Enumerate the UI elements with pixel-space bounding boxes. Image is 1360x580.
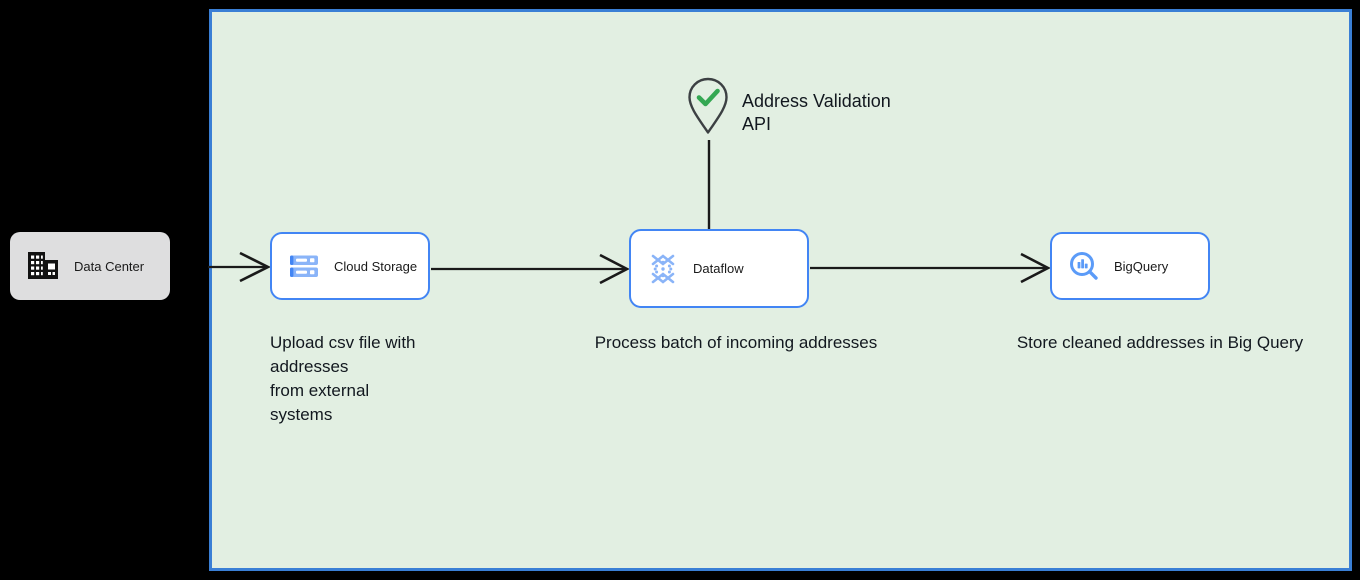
dataflow-icon	[651, 253, 675, 284]
node-cloud-storage[interactable]: Cloud Storage	[270, 232, 430, 300]
caption-process-batch: Process batch of incoming addresses	[594, 333, 878, 352]
node-cloud-storage-label: Cloud Storage	[334, 258, 418, 274]
node-bigquery[interactable]: BigQuery	[1050, 232, 1210, 300]
map-pin-check-icon	[688, 77, 728, 134]
node-dataflow-label: Dataflow	[693, 261, 744, 276]
node-bigquery-label: BigQuery	[1114, 258, 1169, 274]
node-data-center-label: Data Center	[74, 258, 145, 274]
caption-store-cleaned: Store cleaned addresses in Big Query	[1016, 333, 1304, 352]
data-center-building-icon	[28, 252, 58, 279]
node-data-center[interactable]: Data Center	[10, 232, 170, 300]
node-address-validation-api-label: Address Validation API	[742, 91, 891, 134]
caption-upload-csv: Upload csv file with addresses from exte…	[270, 333, 416, 424]
node-dataflow[interactable]: Dataflow	[629, 229, 809, 308]
bigquery-icon	[1070, 252, 1098, 280]
node-address-validation-api[interactable]: Address Validation API	[686, 76, 922, 136]
cloud-storage-icon	[290, 255, 318, 277]
